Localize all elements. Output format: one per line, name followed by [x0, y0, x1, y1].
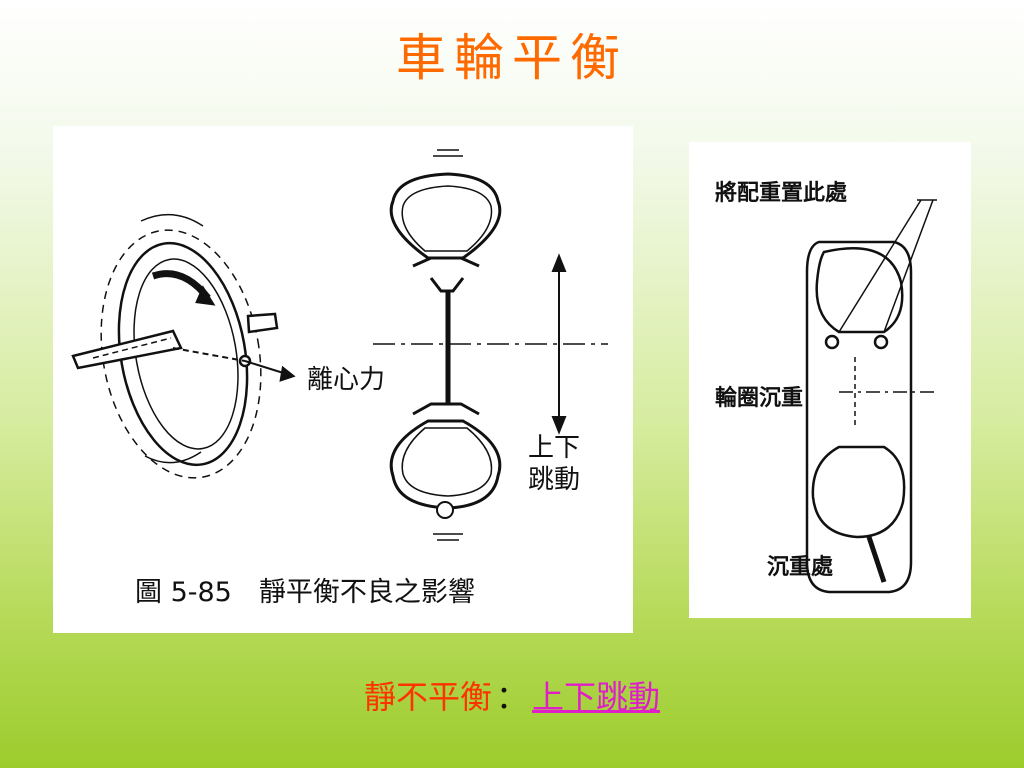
label-bounce-line1: 上下 [528, 433, 580, 463]
label-place-weight-here: 將配重置此處 [715, 181, 847, 206]
figure-caption: 圖 5-85 靜平衡不良之影響 [135, 577, 475, 608]
weight-placement-drawing: 將配重置此處 輪圈沉重 沉重處 [715, 181, 937, 594]
label-rim-heavy: 輪圈沉重 [715, 385, 803, 411]
tire-top-section [815, 247, 904, 350]
label-centrifugal-force: 離心力 [307, 365, 385, 395]
caption-effect-link[interactable]: 上下跳動 [532, 678, 661, 716]
vertical-bounce-arrow [551, 253, 567, 435]
caption-separator: ： [495, 678, 528, 716]
tire-cross-section-bottom [389, 402, 502, 541]
caption-term: 靜不平衡 [363, 678, 492, 716]
label-heavy-spot: 沉重處 [767, 555, 833, 580]
label-bounce-line2: 跳動 [528, 465, 580, 495]
tire-cross-section-top [389, 149, 502, 293]
wheel-side-outline [805, 199, 937, 594]
tire-bottom-section [811, 445, 906, 583]
weight-placement-diagram: 將配重置此處 輪圈沉重 沉重處 [689, 142, 971, 618]
static-imbalance-diagram: 離心力 上下 跳動 圖 5-85 靜平衡不良之影響 [53, 126, 633, 633]
slide-caption: 靜不平衡：上下跳動 [0, 672, 1024, 718]
rotating-wheel-illustration [71, 213, 296, 479]
static-imbalance-drawing: 離心力 上下 跳動 圖 5-85 靜平衡不良之影響 [71, 149, 608, 608]
slide-title: 車輪平衡 [396, 29, 628, 87]
